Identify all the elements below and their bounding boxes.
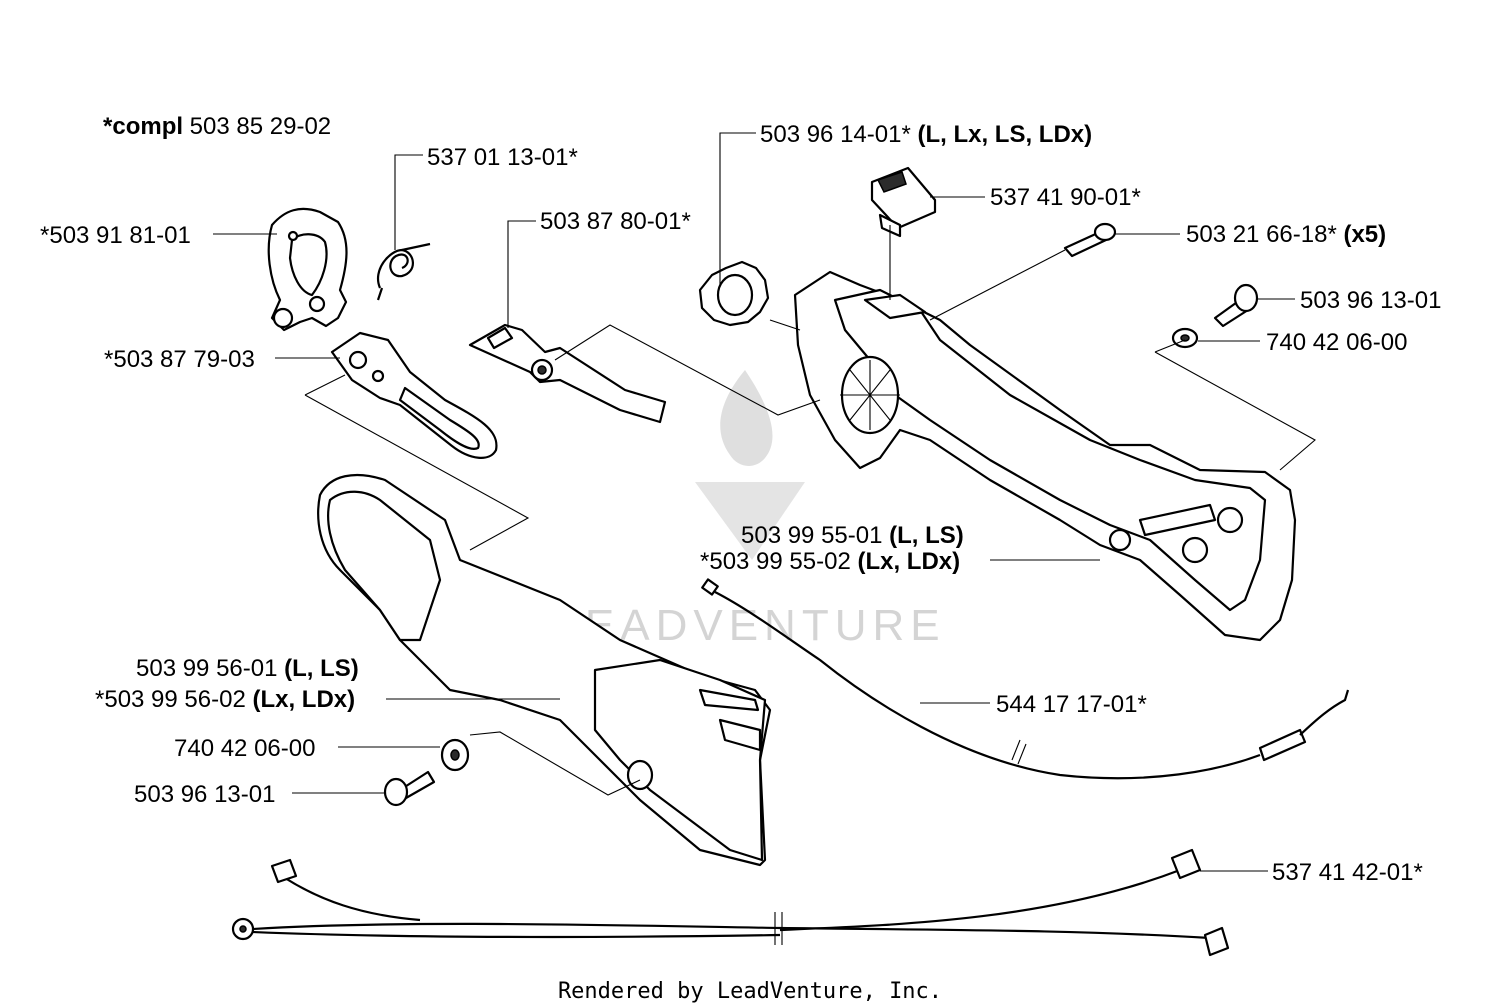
lever-part xyxy=(468,323,667,424)
screw-left-part xyxy=(383,770,436,807)
label-screw-right: 503 96 13-01 xyxy=(1300,287,1441,314)
compl-label: *compl 503 85 29-02 xyxy=(103,113,331,140)
label-handle-right-2-models: (Lx, LDx) xyxy=(857,548,960,575)
label-wire-harness: 537 41 42-01* xyxy=(1272,859,1423,886)
screw-x5-part xyxy=(1063,222,1117,258)
throttle-trigger-part xyxy=(330,331,498,459)
label-bracket: *503 91 81-01 xyxy=(40,222,191,249)
label-switch: 537 41 90-01* xyxy=(990,184,1141,211)
spring-part xyxy=(376,242,431,301)
label-handle-left-2-text: *503 99 56-02 xyxy=(95,686,252,713)
label-handle-left-2-models: (Lx, LDx) xyxy=(252,686,355,713)
label-handle-left-1: 503 99 56-01 (L, LS) xyxy=(136,655,359,682)
label-handle-left-1-text: 503 99 56-01 xyxy=(136,655,284,682)
rubber-ring-part xyxy=(698,260,770,327)
right-handle-half-part xyxy=(793,270,1297,642)
washer-right-part xyxy=(1171,327,1199,349)
washer-left-part xyxy=(440,738,470,772)
switch-part xyxy=(870,166,937,238)
label-rubber-ring-text: 503 96 14-01* xyxy=(760,121,917,148)
left-handle-half-part xyxy=(317,473,772,867)
part-labels: *compl 503 85 29-02 537 01 13-01* *503 9… xyxy=(40,113,1441,886)
label-washer-left: 740 42 06-00 xyxy=(174,735,315,762)
label-throttle-cable: 544 17 17-01* xyxy=(996,691,1147,718)
label-handle-left-2: *503 99 56-02 (Lx, LDx) xyxy=(95,686,355,713)
screw-right-part xyxy=(1213,283,1259,328)
leader-lines xyxy=(213,132,1316,872)
label-handle-right-1-text: 503 99 55-01 xyxy=(741,522,889,549)
label-throttle-trigger: *503 87 79-03 xyxy=(104,346,255,373)
label-screw-left: 503 96 13-01 xyxy=(134,781,275,808)
label-screw-x5-text: 503 21 66-18* xyxy=(1186,221,1343,248)
leadventure-watermark: LEADVENTURE xyxy=(554,370,940,650)
label-handle-right-2-text: *503 99 55-02 xyxy=(700,548,857,575)
compl-label-bold: *compl xyxy=(103,113,183,140)
label-lever: 503 87 80-01* xyxy=(540,208,691,235)
label-handle-left-1-models: (L, LS) xyxy=(284,655,359,682)
throttle-cable-part xyxy=(701,578,1350,780)
label-spring: 537 01 13-01* xyxy=(427,144,578,171)
label-handle-right-2: *503 99 55-02 (Lx, LDx) xyxy=(700,548,960,575)
label-washer-right: 740 42 06-00 xyxy=(1266,329,1407,356)
bracket-part xyxy=(267,207,348,332)
label-screw-x5-qty: (x5) xyxy=(1343,221,1386,248)
label-handle-right-1-models: (L, LS) xyxy=(889,522,964,549)
compl-label-rest: 503 85 29-02 xyxy=(183,113,331,140)
footer-credit: Rendered by LeadVenture, Inc. xyxy=(558,979,942,1004)
label-rubber-ring-models: (L, Lx, LS, LDx) xyxy=(917,121,1092,148)
label-rubber-ring: 503 96 14-01* (L, Lx, LS, LDx) xyxy=(760,121,1092,148)
label-screw-x5: 503 21 66-18* (x5) xyxy=(1186,221,1386,248)
wire-harness-part xyxy=(231,848,1230,957)
label-handle-right-1: 503 99 55-01 (L, LS) xyxy=(741,522,964,549)
